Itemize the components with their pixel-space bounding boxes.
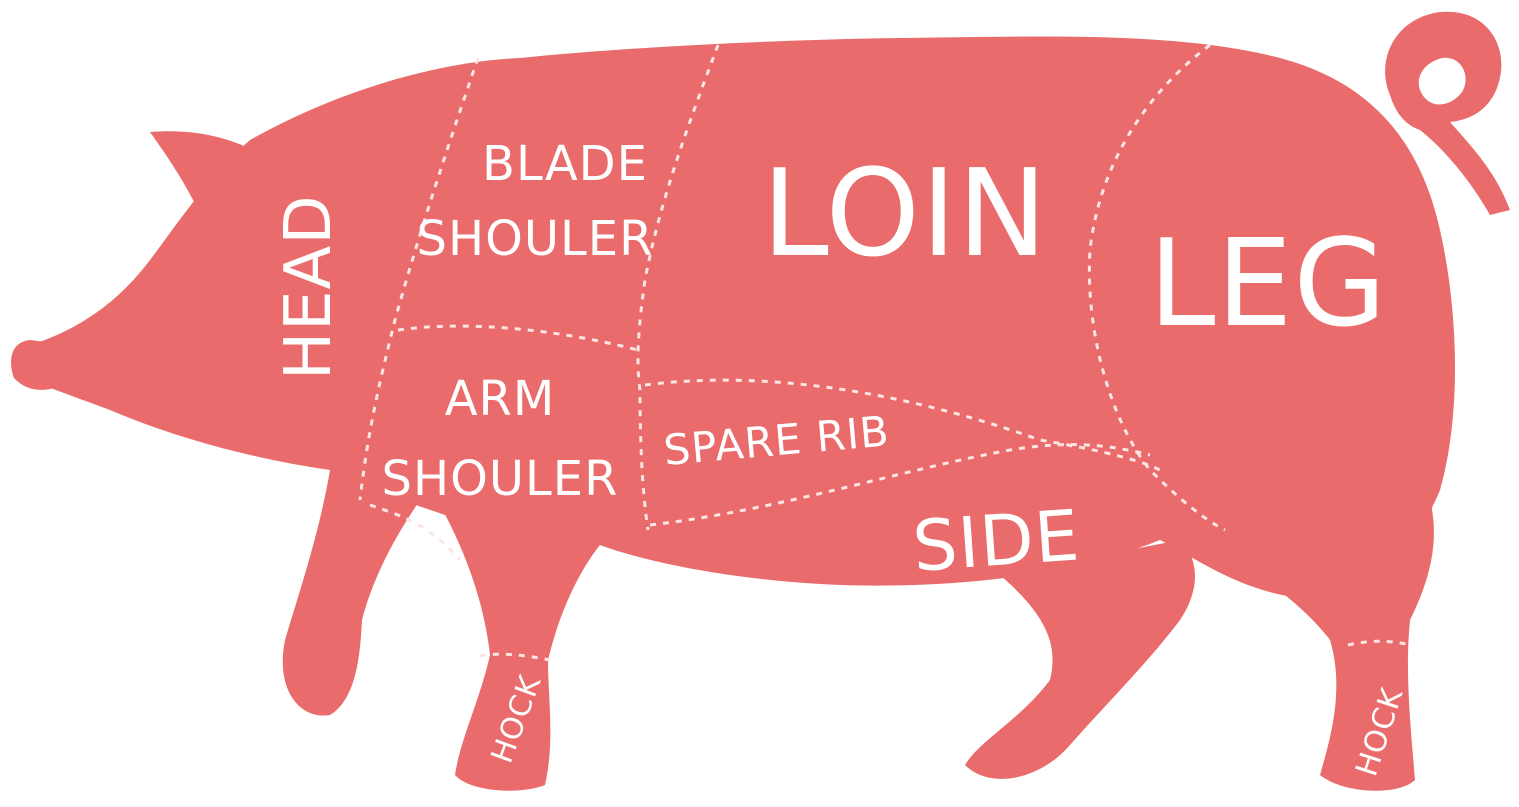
- label-blade: BLADE: [482, 136, 648, 192]
- pig-silhouette: [11, 12, 1510, 791]
- label-head: HEAD: [272, 194, 346, 380]
- pig-hind-leg: [1200, 500, 1434, 791]
- label-leg: LEG: [1149, 215, 1388, 354]
- label-arm-shoulder: SHOULER: [382, 451, 619, 507]
- label-loin: LOIN: [762, 145, 1048, 284]
- label-arm: ARM: [445, 371, 556, 427]
- label-side: SIDE: [910, 494, 1083, 587]
- label-blade-shoulder: SHOULER: [417, 211, 654, 267]
